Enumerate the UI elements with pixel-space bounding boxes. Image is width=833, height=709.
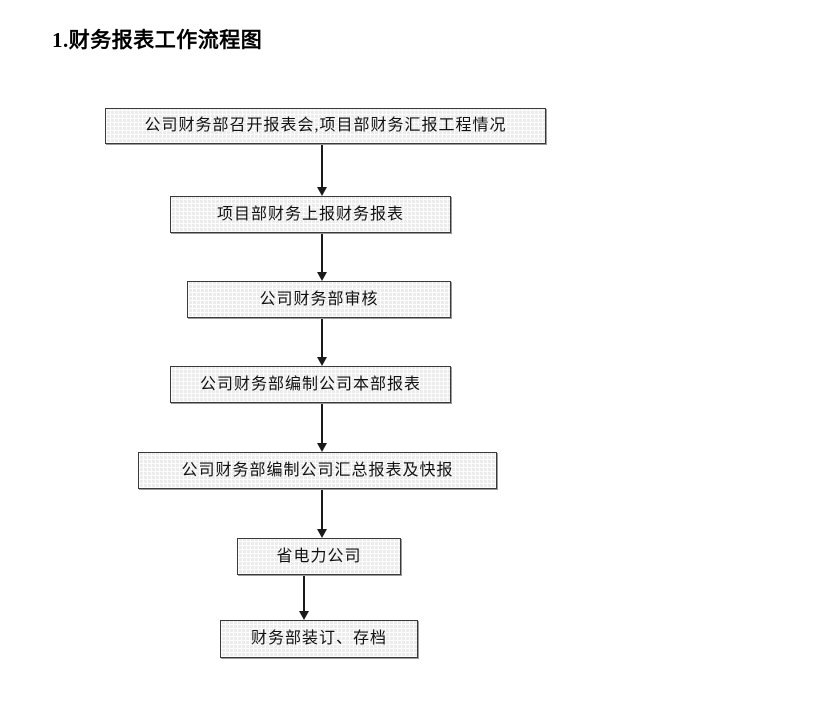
flow-node: 财务部装订、存档: [220, 620, 418, 658]
flow-node-label: 省电力公司: [276, 547, 362, 565]
flow-node: 公司财务部编制公司汇总报表及快报: [138, 452, 497, 489]
flow-node-label: 项目部财务上报财务报表: [216, 205, 404, 223]
connector-line: [321, 144, 323, 187]
arrow-head-icon: [317, 529, 327, 538]
arrow-head-icon: [317, 357, 327, 366]
flow-node: 公司财务部召开报表会,项目部财务汇报工程情况: [105, 108, 546, 144]
arrow-head-icon: [317, 443, 327, 452]
flow-node-label: 公司财务部编制公司本部报表: [199, 375, 421, 393]
flow-node-label: 公司财务部编制公司汇总报表及快报: [181, 461, 454, 479]
arrow-head-icon: [317, 272, 327, 281]
connector-line: [321, 403, 323, 443]
flow-node-label: 公司财务部审核: [259, 290, 379, 308]
flow-node-label: 公司财务部召开报表会,项目部财务汇报工程情况: [144, 117, 507, 135]
flow-node: 公司财务部编制公司本部报表: [170, 366, 451, 403]
connector-line: [321, 489, 323, 529]
page-title: 1.财务报表工作流程图: [52, 28, 263, 52]
connector-line: [321, 318, 323, 357]
arrow-head-icon: [299, 611, 309, 620]
flow-node: 公司财务部审核: [187, 281, 451, 318]
connector-line: [303, 575, 305, 611]
flow-node: 省电力公司: [237, 538, 401, 575]
connector-line: [321, 233, 323, 272]
flow-node: 项目部财务上报财务报表: [170, 196, 451, 233]
arrow-head-icon: [317, 187, 327, 196]
flow-node-label: 财务部装订、存档: [250, 630, 387, 648]
